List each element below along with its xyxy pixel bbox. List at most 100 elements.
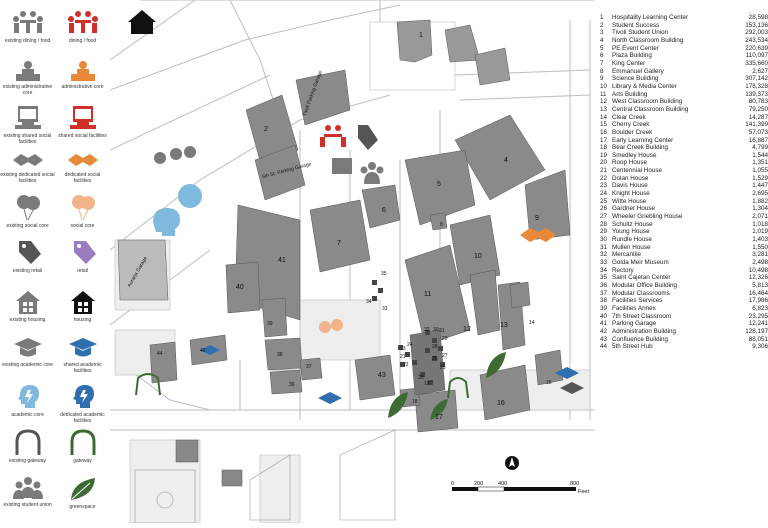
building-number: 13 bbox=[500, 322, 508, 329]
building-number: 22 bbox=[403, 362, 409, 368]
index-name: Saint Cajetan Center bbox=[612, 274, 671, 282]
index-val: 4,799 bbox=[752, 144, 768, 152]
index-val: 307,142 bbox=[745, 75, 768, 83]
legend-shared-academic: shared academic facilities bbox=[55, 336, 110, 374]
campus-map[interactable]: 1 2 4 5 6 7 8 9 10 11 12 13 14 15 16 17 … bbox=[109, 0, 600, 524]
index-name: Library & Media Center bbox=[612, 82, 677, 90]
index-val: 243,534 bbox=[745, 36, 768, 44]
building-number: 40 bbox=[236, 284, 244, 291]
index-name: Central Classroom Building bbox=[612, 105, 689, 113]
index-num: 30 bbox=[600, 236, 608, 244]
index-name: Schultz House bbox=[612, 220, 653, 228]
price-tag-icon bbox=[358, 125, 378, 150]
dining-icon bbox=[67, 11, 98, 33]
balloon-icon bbox=[16, 195, 40, 221]
index-name: Boulder Creek bbox=[612, 128, 653, 136]
gateway-arch-icon bbox=[70, 429, 95, 455]
index-num: 2 bbox=[600, 21, 604, 29]
building-number: 7 bbox=[337, 240, 341, 247]
index-num: 43 bbox=[600, 335, 608, 343]
index-name: Gardner House bbox=[612, 205, 656, 213]
dining-icon bbox=[12, 11, 43, 33]
index-name: Davis House bbox=[612, 182, 648, 190]
building-12 bbox=[469, 269, 501, 336]
index-num: 38 bbox=[600, 297, 608, 305]
legend-label: social core bbox=[70, 223, 95, 229]
buildings bbox=[117, 19, 571, 487]
index-val: 1,403 bbox=[752, 236, 768, 244]
index-name: Tivoli Student Union bbox=[612, 29, 669, 37]
building-number: 11 bbox=[424, 291, 431, 298]
building-number: 24 bbox=[407, 342, 413, 348]
map-overlay-icons bbox=[128, 10, 584, 470]
building-number: 25 bbox=[440, 365, 446, 371]
index-num: 6 bbox=[600, 52, 604, 60]
building-number: 9 bbox=[535, 215, 539, 222]
index-val: 139,373 bbox=[745, 90, 768, 98]
index-val: 141,399 bbox=[745, 121, 768, 129]
index-num: 20 bbox=[600, 159, 608, 167]
index-num: 36 bbox=[600, 281, 608, 289]
admin-desk-icon bbox=[70, 61, 95, 81]
building-number: 39 bbox=[267, 321, 273, 327]
building-number: 31 bbox=[439, 328, 445, 334]
index-num: 33 bbox=[600, 259, 608, 266]
balloon-icon bbox=[319, 319, 343, 333]
building-number: 18 bbox=[412, 399, 418, 405]
legend-label: administrative core bbox=[61, 84, 104, 90]
building-39 bbox=[261, 297, 288, 338]
index-num: 41 bbox=[600, 320, 608, 328]
index-num: 27 bbox=[600, 213, 608, 221]
index-name: North Classroom Building bbox=[612, 36, 684, 44]
building-number: 36 bbox=[289, 382, 295, 388]
building-4 bbox=[454, 114, 546, 201]
price-tag-icon bbox=[18, 241, 41, 264]
index-name: 5th Street Hub bbox=[612, 343, 653, 351]
index-val: 16,887 bbox=[748, 136, 768, 144]
index-val: 1,550 bbox=[752, 243, 768, 251]
scale-tick-label: 800 bbox=[570, 481, 579, 487]
legend-label: existing gateway bbox=[9, 458, 46, 464]
index-num: 9 bbox=[600, 75, 604, 83]
legend-existing-dining: existing dining / food bbox=[0, 8, 55, 44]
legend-existing-social-core: existing social core bbox=[0, 193, 55, 229]
index-name: West Classroom Building bbox=[612, 98, 683, 106]
index-name: Witte House bbox=[612, 197, 647, 205]
handshake-icon bbox=[67, 154, 98, 166]
index-val: 9,306 bbox=[752, 343, 768, 351]
legend-existing-housing: existing housing bbox=[0, 289, 55, 323]
index-num: 1 bbox=[600, 14, 604, 21]
index-num: 26 bbox=[600, 205, 608, 213]
building-number: 38 bbox=[277, 352, 283, 358]
building-14 bbox=[509, 281, 531, 309]
index-val: 220,639 bbox=[745, 44, 768, 52]
building-number: 5 bbox=[437, 181, 441, 188]
building-number: 32 bbox=[424, 327, 430, 333]
building-number: 27 bbox=[442, 353, 448, 359]
index-name: PE Event Center bbox=[612, 44, 659, 52]
index-num: 8 bbox=[600, 67, 604, 75]
building-auraria-garage bbox=[117, 239, 169, 301]
legend-existing-student-union: existing student union bbox=[0, 476, 55, 508]
building-11 bbox=[404, 244, 471, 346]
index-name: Mercantile bbox=[612, 251, 642, 259]
index-val: 1,529 bbox=[752, 174, 768, 182]
index-name: Parking Garage bbox=[612, 320, 657, 328]
building-number: 8 bbox=[440, 222, 443, 228]
small-houses bbox=[372, 280, 445, 385]
index-num: 4 bbox=[600, 36, 604, 44]
index-val: 178,328 bbox=[745, 82, 768, 90]
